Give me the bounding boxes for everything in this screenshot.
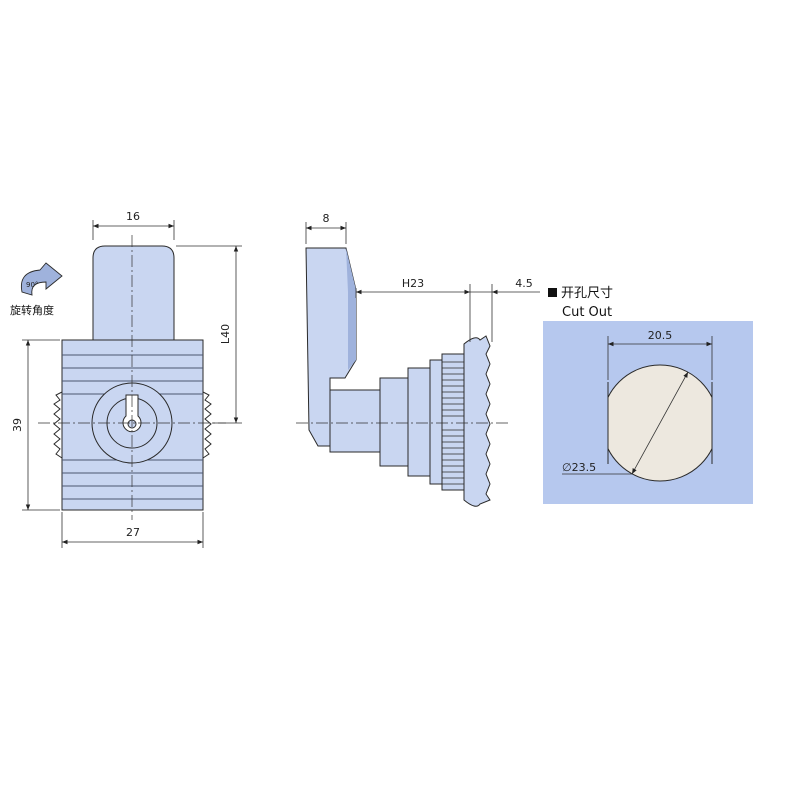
dim-8-label: 8 xyxy=(323,212,330,225)
side-cylinder-2 xyxy=(407,367,431,477)
dim-4-5-label: 4.5 xyxy=(515,277,533,290)
side-shaft xyxy=(329,389,381,453)
dim-39-label: 39 xyxy=(11,418,24,432)
dim-20-5-label: 20.5 xyxy=(648,329,673,342)
side-knurl-lines xyxy=(442,361,464,485)
dim-16-label: 16 xyxy=(126,210,140,223)
dim-h23-label: H23 xyxy=(402,277,424,290)
dim-diameter-label: ∅23.5 xyxy=(562,461,596,474)
front-knurl-right xyxy=(202,391,212,459)
side-view: 8 H23 4.5 xyxy=(296,212,540,507)
black-square-icon xyxy=(548,288,557,297)
dim-l40-label: L40 xyxy=(219,324,232,344)
front-view: 16 27 39 L40 90° 旋转角度 xyxy=(10,210,242,548)
front-lever xyxy=(92,245,175,341)
cutout-title-en: Cut Out xyxy=(562,305,612,320)
dim-27-label: 27 xyxy=(126,526,140,539)
side-nut xyxy=(429,359,443,485)
keyhole-slot xyxy=(122,394,142,433)
rotation-label: 旋转角度 xyxy=(10,303,54,317)
cutout-section: 开孔尺寸 Cut Out 20.5 ∅23.5 xyxy=(543,286,753,504)
cutout-title-cn: 开孔尺寸 xyxy=(561,286,613,301)
side-flange xyxy=(463,335,491,507)
rotation-badge: 90° xyxy=(26,281,38,289)
curved-arrow-icon: 90° xyxy=(20,262,63,296)
front-knurl-left xyxy=(53,391,63,459)
side-lever-shade xyxy=(346,248,356,370)
side-cylinder-1 xyxy=(379,377,409,467)
